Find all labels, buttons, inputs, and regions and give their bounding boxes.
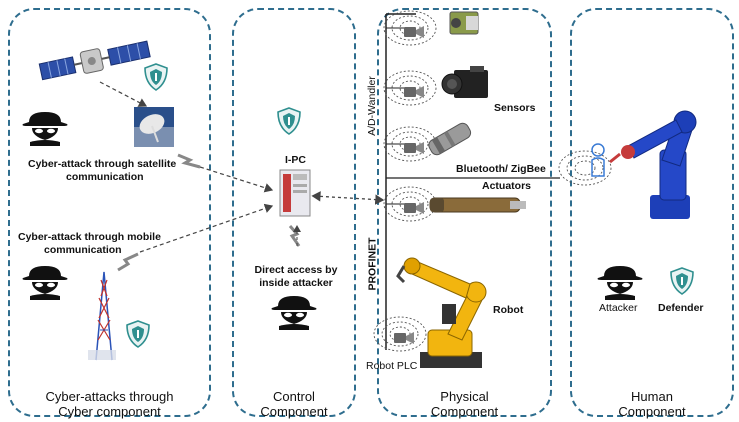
shield-icon — [670, 267, 694, 295]
actuators-label: Actuators — [482, 180, 532, 192]
mobile-attack-label-1: Cyber-attack through mobile — [18, 231, 161, 243]
hacker-icon — [22, 266, 68, 300]
direct-access-label-1: Direct access by — [254, 264, 338, 276]
robot-arm-icon — [396, 257, 487, 368]
sensor-icon — [428, 122, 472, 156]
control-component-panel: Control Component — [232, 8, 356, 419]
shield-icon — [144, 63, 168, 91]
wireless-waves — [558, 150, 612, 186]
sensor-icon — [449, 11, 479, 35]
satellite-attack-label-2: communication — [66, 171, 144, 183]
satellite-dish-icon — [134, 107, 174, 147]
cyber-panel-title-2: Cyber component — [58, 404, 161, 419]
sensor-icon — [404, 26, 424, 38]
cyber-component-panel: Cyber-attacks through Cyber component — [8, 8, 211, 419]
control-panel-title-1: Control — [273, 389, 315, 404]
sensor-icon — [404, 142, 424, 154]
cyber-panel-title-1: Cyber-attacks through — [45, 389, 174, 404]
ipc-label: I-PC — [285, 154, 306, 166]
pc-icon — [279, 169, 311, 217]
human-component-panel: Human Component — [570, 8, 734, 419]
sensor-icon — [404, 86, 424, 98]
defender-label: Defender — [658, 302, 704, 314]
camera-sensor-icon — [441, 66, 488, 98]
human-panel-title-1: Human — [631, 389, 673, 404]
lightning-icon — [177, 153, 201, 169]
control-panel-title-2: Component — [260, 404, 328, 419]
mobile-attack-label-2: communication — [44, 244, 122, 256]
robot-label: Robot — [493, 304, 524, 316]
robot-arm-icon — [609, 110, 697, 219]
physical-panel-title-1: Physical — [440, 389, 489, 404]
sensor-icon — [404, 202, 424, 214]
lightning-icon — [117, 252, 139, 272]
hacker-icon — [22, 112, 68, 146]
attacker-label: Attacker — [599, 302, 638, 314]
human-panel-title-2: Component — [618, 404, 686, 419]
shield-icon — [277, 107, 301, 135]
bluetooth-label: Bluetooth/ ZigBee — [456, 163, 546, 175]
ad-wandler-label: A/D-Wandler — [365, 76, 378, 136]
lightning-icon — [288, 225, 301, 247]
shield-icon — [126, 320, 150, 348]
satellite-attack-label-1: Cyber-attack through satellite — [28, 158, 177, 170]
satellite-icon — [38, 40, 151, 81]
direct-access-label-2: inside attacker — [259, 277, 333, 289]
hacker-icon — [597, 266, 643, 300]
profinet-bus — [385, 13, 560, 350]
operator-icon — [591, 143, 605, 177]
physical-panel-title-2: Component — [430, 404, 499, 419]
profinet-label: PROFINET — [366, 237, 379, 291]
hacker-icon — [271, 296, 317, 330]
sensors-label: Sensors — [494, 102, 536, 114]
plc-icon — [394, 332, 414, 344]
robot-plc-label: Robot PLC — [366, 360, 418, 372]
physical-component-panel: Physical Component — [377, 8, 552, 419]
actuator-icon — [429, 197, 526, 213]
cell-tower-icon — [88, 271, 116, 361]
